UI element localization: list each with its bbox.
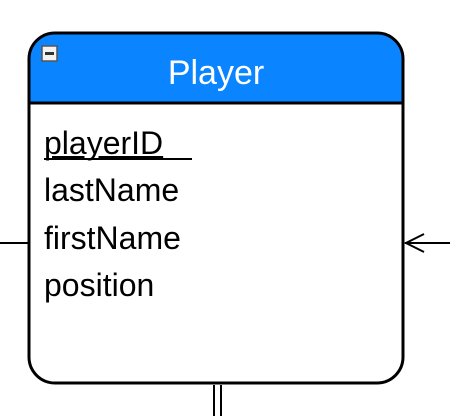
attribute-item: firstName — [44, 220, 181, 256]
right-connector-arrow[interactable] — [403, 233, 450, 253]
attribute-primary-key: playerID — [44, 125, 163, 161]
entity-header — [29, 33, 403, 103]
attribute-item: lastName — [44, 172, 179, 208]
minus-box-icon[interactable] — [41, 45, 58, 62]
entity-border — [27, 31, 405, 385]
attribute-item: position — [44, 267, 154, 303]
entity-title: Player — [168, 54, 264, 92]
arrowhead-icon — [403, 233, 425, 253]
entity-player[interactable]: Player playerID lastName firstName posit… — [27, 31, 405, 385]
bottom-connector-double-line[interactable] — [213, 385, 222, 416]
